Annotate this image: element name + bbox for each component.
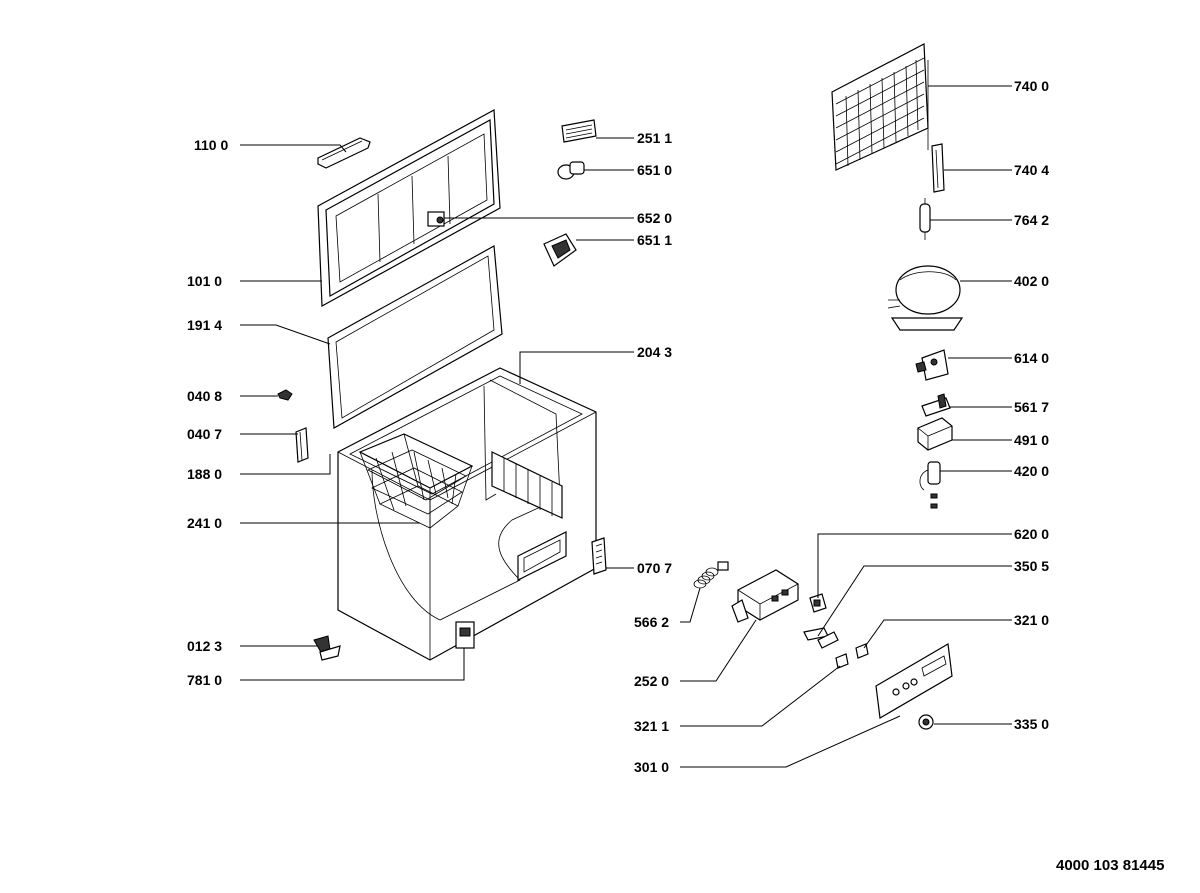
callout-040-8: 040 8	[187, 388, 222, 404]
vent-grille-part	[591, 537, 607, 575]
hinge-part	[277, 389, 293, 401]
lamp-holder-part	[543, 233, 577, 267]
control-panel-part	[875, 643, 953, 719]
lid-gasket-part	[327, 245, 503, 429]
callout-252-0: 252 0	[634, 673, 669, 689]
callout-188-0: 188 0	[187, 466, 222, 482]
thermostat-knob-part	[918, 714, 934, 730]
callout-764-2: 764 2	[1014, 212, 1049, 228]
condenser-part	[831, 43, 929, 171]
light-cover-part	[561, 119, 597, 143]
callout-566-2: 566 2	[634, 614, 669, 630]
cabinet-part	[337, 367, 597, 661]
callout-652-0: 652 0	[637, 210, 672, 226]
callout-781-0: 781 0	[187, 672, 222, 688]
callout-191-4: 191 4	[187, 317, 222, 333]
callout-402-0: 402 0	[1014, 273, 1049, 289]
capacitor-part	[919, 461, 941, 509]
indicator-lamp-b-part	[855, 643, 869, 659]
callout-301-0: 301 0	[634, 759, 669, 775]
callout-204-3: 204 3	[637, 344, 672, 360]
callout-labels: 110 0 101 0 191 4 040 8 040 7 188 0 241 …	[187, 78, 1049, 775]
callout-350-5: 350 5	[1014, 558, 1049, 574]
callout-070-7: 070 7	[637, 560, 672, 576]
callout-101-0: 101 0	[187, 273, 222, 289]
lamp-part	[557, 161, 585, 180]
filter-drier-part	[919, 198, 931, 240]
callout-420-0: 420 0	[1014, 463, 1049, 479]
callout-335-0: 335 0	[1014, 716, 1049, 732]
control-box-part	[731, 569, 799, 623]
callout-740-4: 740 4	[1014, 162, 1049, 178]
spring-part	[693, 561, 729, 589]
callout-241-0: 241 0	[187, 515, 222, 531]
callout-651-0: 651 0	[637, 162, 672, 178]
callout-614-0: 614 0	[1014, 350, 1049, 366]
callout-012-3: 012 3	[187, 638, 222, 654]
callout-651-1: 651 1	[637, 232, 672, 248]
callout-040-7: 040 7	[187, 426, 222, 442]
relay-cover-part	[917, 417, 953, 451]
callout-251-1: 251 1	[637, 130, 672, 146]
compressor-part	[887, 265, 964, 331]
callout-321-0: 321 0	[1014, 612, 1049, 628]
callout-561-7: 561 7	[1014, 399, 1049, 415]
callout-740-0: 740 0	[1014, 78, 1049, 94]
foot-part	[313, 635, 341, 661]
condenser-bracket-part	[931, 143, 945, 193]
document-number: 4000 103 81445	[1056, 857, 1164, 874]
lid-handle-part	[317, 137, 371, 169]
starter-relay-part	[915, 349, 949, 381]
lid-part	[317, 109, 501, 307]
leader-lines	[240, 85, 1012, 768]
callout-620-0: 620 0	[1014, 526, 1049, 542]
callout-110-0: 110 0	[194, 137, 228, 153]
wire-connector-part	[803, 627, 839, 649]
callout-491-0: 491 0	[1014, 432, 1049, 448]
callout-321-1: 321 1	[634, 718, 669, 734]
indicator-lamp-part	[835, 653, 849, 669]
basket-part	[358, 433, 474, 529]
switch-part	[809, 593, 827, 613]
hinge-cover-part	[295, 427, 309, 463]
overload-protector-part	[921, 393, 951, 417]
